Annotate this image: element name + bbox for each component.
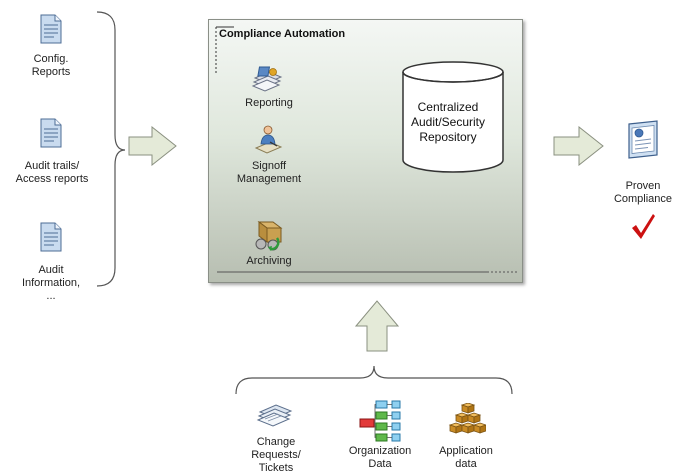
compliance-automation-panel: Compliance Automation Reporting Signoff …	[208, 19, 523, 283]
audit-trails-label: Audit trails/ Access reports	[15, 160, 89, 185]
config-reports-label: Config. Reports	[31, 53, 71, 78]
archiving-icon	[255, 221, 283, 251]
panel-divider	[217, 271, 517, 273]
reporting-label: Reporting	[245, 97, 293, 109]
application-data-label: Application data	[439, 445, 493, 470]
sources-brace	[235, 365, 513, 395]
proven-compliance-label: Proven Compliance	[613, 180, 673, 205]
audit-trails-doc-icon	[40, 118, 62, 148]
audit-information-label: Audit Information, ...	[21, 264, 81, 302]
input-arrow-icon	[128, 126, 177, 166]
signoff-icon	[254, 125, 283, 154]
organization-data-icon	[359, 400, 401, 442]
repository-cylinder	[402, 61, 504, 173]
repository-label: Centralized Audit/Security Repository	[410, 100, 486, 144]
checkmark-icon	[632, 214, 655, 239]
proven-compliance-screen-icon	[628, 120, 658, 159]
change-requests-label: Change Requests/ Tickets	[251, 436, 301, 474]
archiving-label: Archiving	[246, 255, 292, 267]
application-data-icon	[448, 403, 486, 434]
inputs-brace	[96, 11, 126, 287]
config-reports-doc-icon	[40, 14, 62, 44]
audit-information-doc-icon	[40, 222, 62, 252]
source-arrow-icon	[355, 300, 399, 352]
panel-title: Compliance Automation	[219, 28, 346, 40]
reporting-icon	[251, 66, 283, 92]
organization-data-label: Organization Data	[348, 445, 412, 470]
change-requests-icon	[256, 404, 293, 427]
panel-corner-marker	[215, 26, 234, 75]
signoff-label: Signoff Management	[236, 160, 302, 185]
output-arrow-icon	[553, 126, 604, 166]
